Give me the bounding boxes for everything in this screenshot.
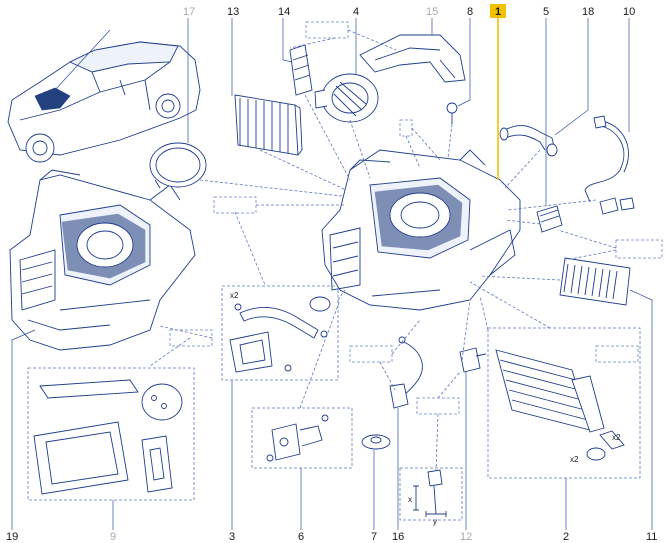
callout-18: 18 <box>582 6 594 18</box>
callout-6: 6 <box>298 531 304 543</box>
blower-motor-4 <box>314 73 379 123</box>
quantity-x2-seals: x2 <box>570 455 579 464</box>
callouts-bottom: 19 9 3 6 7 16 12 2 11 <box>6 531 657 543</box>
cabin-filter-13 <box>234 94 303 156</box>
callout-7: 7 <box>371 531 377 543</box>
callout-1: 1 <box>495 6 501 18</box>
callout-leaders <box>11 18 653 530</box>
bolt-dimension-12: x y <box>399 467 463 526</box>
callout-15: 15 <box>426 6 438 18</box>
callout-14: 14 <box>278 6 290 18</box>
callout-9: 9 <box>110 531 116 543</box>
callout-1-highlight <box>490 4 506 18</box>
screw-8 <box>446 102 458 124</box>
temperature-sensor-16 <box>389 336 423 409</box>
wiring-harness-10 <box>584 115 635 215</box>
group-box-evaporator-2: x2 x2 <box>487 327 641 479</box>
hvac-assembly-main <box>321 149 521 311</box>
filter-element-14 <box>289 44 313 96</box>
callout-4: 4 <box>353 6 359 18</box>
label-box-duct <box>399 119 413 137</box>
blower-ring-17 <box>149 142 207 189</box>
grommet-7 <box>361 434 391 450</box>
assembly-relation-lines <box>149 29 617 471</box>
actuator-5 <box>536 205 563 233</box>
callout-3: 3 <box>229 531 235 543</box>
hvac-assembly-left <box>9 169 196 351</box>
air-duct-15 <box>359 34 466 83</box>
callout-11: 11 <box>646 531 657 543</box>
callout-13: 13 <box>227 6 239 18</box>
group-box-seals-9 <box>27 367 195 501</box>
vehicle-illustration <box>7 29 201 163</box>
callout-5: 5 <box>543 6 549 18</box>
callout-8: 8 <box>467 6 473 18</box>
dimension-x-label: x <box>408 495 412 504</box>
quantity-x2-screws: x2 <box>612 433 621 442</box>
callout-2: 2 <box>563 531 569 543</box>
label-box-harness <box>615 239 663 259</box>
callouts-top: 17 13 14 4 15 8 1 5 18 10 <box>183 4 635 18</box>
label-box-filter <box>213 196 257 214</box>
connector-bracket <box>459 347 487 373</box>
heater-element-11 <box>559 257 631 306</box>
drain-hose-18 <box>499 125 558 157</box>
label-box-top <box>305 21 349 39</box>
callout-17: 17 <box>183 6 195 18</box>
dimension-y-label: y <box>433 517 437 526</box>
group-box-valve-6 <box>251 407 353 469</box>
quantity-x2-hoses: x2 <box>230 291 239 300</box>
callout-16: 16 <box>392 531 404 543</box>
group-box-hoses-3: x2 <box>221 285 339 381</box>
callout-19: 19 <box>6 531 18 543</box>
label-box-valve <box>416 397 460 415</box>
label-box-sensor <box>349 345 393 363</box>
callout-10: 10 <box>623 6 635 18</box>
label-box-evaporator <box>595 345 639 363</box>
callout-12: 12 <box>460 531 472 543</box>
label-box-left <box>169 329 213 347</box>
